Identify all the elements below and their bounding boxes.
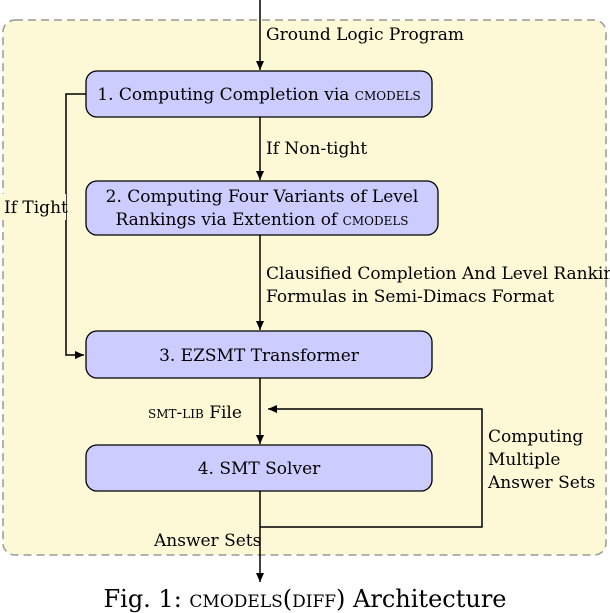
arrow-multiple-answer-sets: [259, 405, 483, 528]
smtlib-label: smt-lib File: [148, 403, 242, 423]
multiple-label-bg: [484, 422, 604, 494]
if-tight-label: If Tight: [4, 198, 68, 218]
if-tight-label-bg: [0, 194, 66, 220]
non-tight-label: If Non-tight: [266, 139, 367, 159]
box-ezsmt-transformer-label: 3. EZSMT Transformer: [159, 346, 360, 366]
clausified-label-line1: Clausified Completion And Level Ranking: [266, 264, 610, 284]
box-ezsmt-transformer: [85, 330, 433, 379]
box-level-rankings-line2: Rankings via Extention of cmodels: [115, 210, 408, 230]
multiple-label-line2: Multiple: [488, 450, 560, 470]
multiple-label-line1: Computing: [488, 427, 583, 447]
box-level-rankings-line1: 2. Computing Four Variants of Level: [106, 187, 419, 207]
box-smt-solver-label: 4. SMT Solver: [198, 459, 321, 479]
system-container: [2, 19, 607, 556]
arrow-if-tight: [65, 93, 86, 359]
input-label: Ground Logic Program: [266, 25, 464, 45]
clausified-label-line2: Formulas in Semi-Dimacs Format: [266, 287, 554, 307]
figure-caption: Fig. 1: cmodels(diff) Architecture: [103, 585, 507, 613]
box-smt-solver: [85, 444, 433, 492]
box-level-rankings: [85, 180, 439, 236]
box-computing-completion-label: 1. Computing Completion via cmodels: [97, 85, 420, 105]
answer-sets-label: Answer Sets: [153, 531, 261, 551]
multiple-label-line3: Answer Sets: [487, 473, 595, 493]
